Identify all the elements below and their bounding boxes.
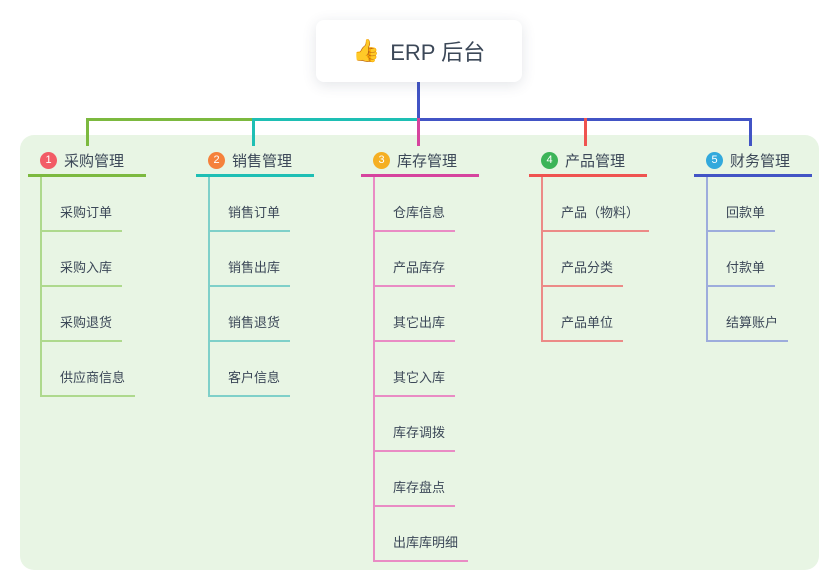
connector-tick-purchase (86, 118, 89, 146)
connector-tick-product (584, 118, 587, 146)
child-node[interactable]: 销售退货 (210, 287, 291, 342)
branch-sales-label: 销售管理 (232, 152, 293, 170)
child-node[interactable]: 销售订单 (210, 177, 291, 232)
connector-tick-inventory (417, 118, 420, 146)
child-node[interactable]: 其它出库 (375, 287, 456, 342)
branch-inventory: 3 库存管理 仓库信息 产品库存 其它出库 其它入库 库存调拨 库存盘点 出库库… (361, 146, 479, 562)
branch-finance-label: 财务管理 (730, 152, 791, 170)
branch-inventory-label: 库存管理 (397, 152, 458, 170)
connector-tick-sales (252, 118, 255, 146)
child-node[interactable]: 客户信息 (210, 342, 291, 397)
branch-sales-header[interactable]: 2 销售管理 (196, 146, 314, 177)
branch-sales-children: 销售订单 销售出库 销售退货 客户信息 (208, 177, 291, 397)
branch-sales: 2 销售管理 销售订单 销售出库 销售退货 客户信息 (196, 146, 314, 397)
branch-purchase-label: 采购管理 (64, 152, 125, 170)
number-1-badge-icon: 1 (40, 151, 57, 169)
child-node[interactable]: 产品单位 (543, 287, 624, 342)
child-node[interactable]: 销售出库 (210, 232, 291, 287)
branch-product: 4 产品管理 产品（物料） 产品分类 产品单位 (529, 146, 650, 342)
branch-inventory-header[interactable]: 3 库存管理 (361, 146, 479, 177)
number-2-badge-icon: 2 (208, 151, 225, 169)
branch-finance-children: 回款单 付款单 结算账户 (706, 177, 789, 342)
child-node[interactable]: 其它入库 (375, 342, 456, 397)
child-node[interactable]: 结算账户 (708, 287, 789, 342)
thumbs-up-icon: 👍 (352, 38, 381, 63)
child-node[interactable]: 产品（物料） (543, 177, 650, 232)
connector-bus-green (86, 118, 254, 121)
branch-finance: 5 财务管理 回款单 付款单 结算账户 (694, 146, 812, 342)
branch-product-header[interactable]: 4 产品管理 (529, 146, 647, 177)
branch-purchase-children: 采购订单 采购入库 采购退货 供应商信息 (40, 177, 136, 397)
child-node[interactable]: 采购退货 (42, 287, 123, 342)
number-5-badge-icon: 5 (706, 151, 723, 169)
branch-inventory-children: 仓库信息 产品库存 其它出库 其它入库 库存调拨 库存盘点 出库库明细 (373, 177, 469, 562)
branch-purchase-header[interactable]: 1 采购管理 (28, 146, 146, 177)
child-node[interactable]: 仓库信息 (375, 177, 456, 232)
number-3-badge-icon: 3 (373, 151, 390, 169)
number-4-badge-icon: 4 (541, 151, 558, 169)
root-label: ERP 后台 (390, 40, 486, 65)
child-node[interactable]: 付款单 (708, 232, 776, 287)
child-node[interactable]: 采购订单 (42, 177, 123, 232)
branch-finance-header[interactable]: 5 财务管理 (694, 146, 812, 177)
child-node[interactable]: 库存调拨 (375, 397, 456, 452)
branch-purchase: 1 采购管理 采购订单 采购入库 采购退货 供应商信息 (28, 146, 146, 397)
child-node[interactable]: 库存盘点 (375, 452, 456, 507)
child-node[interactable]: 供应商信息 (42, 342, 136, 397)
child-node[interactable]: 回款单 (708, 177, 776, 232)
mindmap-background-panel (20, 135, 819, 570)
connector-tick-finance (749, 118, 752, 146)
child-node[interactable]: 出库库明细 (375, 507, 469, 562)
child-node[interactable]: 采购入库 (42, 232, 123, 287)
child-node[interactable]: 产品库存 (375, 232, 456, 287)
branch-product-children: 产品（物料） 产品分类 产品单位 (541, 177, 650, 342)
root-node[interactable]: 👍 ERP 后台 (316, 20, 522, 82)
branch-product-label: 产品管理 (565, 152, 626, 170)
child-node[interactable]: 产品分类 (543, 232, 624, 287)
connector-bus-teal (254, 118, 418, 121)
root-connector-line (417, 82, 420, 119)
